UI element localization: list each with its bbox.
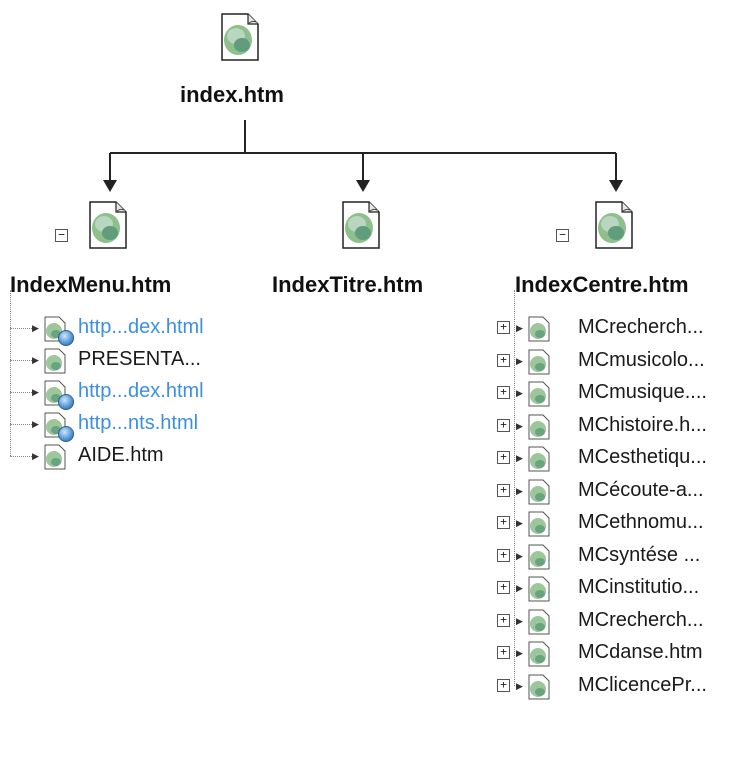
indexmenu-label[interactable]: IndexMenu.htm bbox=[10, 272, 172, 297]
indexmenu-page-icon[interactable] bbox=[88, 200, 128, 250]
html-file-icon[interactable] bbox=[528, 349, 550, 375]
page-item[interactable]: MClicencePr... bbox=[578, 673, 707, 696]
page-item[interactable]: MCrecherch... bbox=[578, 608, 704, 631]
tree-connector-vertical bbox=[10, 290, 11, 456]
external-link-item[interactable]: http...dex.html bbox=[78, 316, 204, 338]
external-link-item[interactable]: http...dex.html bbox=[78, 380, 204, 402]
html-file-icon[interactable] bbox=[528, 576, 550, 602]
tree-arrow-icon: ▶ bbox=[516, 518, 523, 528]
page-item[interactable]: MCsyntése ... bbox=[578, 543, 701, 566]
hierarchy-connectors bbox=[103, 120, 623, 192]
globe-link-icon bbox=[58, 394, 74, 410]
tree-connector-horizontal bbox=[10, 360, 32, 361]
expand-toggle[interactable]: + bbox=[497, 581, 510, 594]
tree-arrow-icon: ▶ bbox=[516, 648, 523, 658]
page-item[interactable]: MCethnomu... bbox=[578, 511, 704, 533]
expand-toggle[interactable]: + bbox=[497, 483, 510, 497]
tree-arrow-icon: ▶ bbox=[516, 323, 523, 333]
page-item[interactable]: MCrecherch... bbox=[578, 316, 704, 338]
html-file-icon[interactable] bbox=[528, 446, 550, 472]
collapse-toggle-indexcentre[interactable]: − bbox=[556, 229, 569, 242]
tree-connector-horizontal bbox=[10, 392, 32, 393]
html-file-icon[interactable] bbox=[528, 414, 550, 440]
globe-link-icon bbox=[58, 426, 74, 442]
tree-arrow-icon: ▶ bbox=[516, 388, 523, 398]
page-item[interactable]: MCmusique.... bbox=[578, 381, 707, 403]
expand-toggle[interactable]: + bbox=[497, 418, 510, 432]
tree-connector-horizontal bbox=[10, 424, 32, 425]
expand-toggle[interactable]: + bbox=[497, 353, 510, 367]
page-item[interactable]: AIDE.htm bbox=[78, 444, 164, 466]
tree-arrow-icon: ▶ bbox=[516, 615, 523, 626]
expand-toggle[interactable]: + bbox=[497, 321, 510, 334]
tree-arrow-icon: ▶ bbox=[32, 355, 39, 365]
collapse-toggle-indexmenu[interactable]: − bbox=[55, 229, 68, 242]
tree-connector-horizontal bbox=[10, 456, 32, 457]
tree-arrow-icon: ▶ bbox=[32, 387, 39, 397]
tree-arrow-icon: ▶ bbox=[32, 419, 39, 429]
tree-arrow-icon: ▶ bbox=[516, 485, 523, 496]
html-file-icon[interactable] bbox=[528, 511, 550, 537]
tree-arrow-icon: ▶ bbox=[516, 420, 523, 431]
tree-arrow-icon: ▶ bbox=[32, 451, 39, 461]
page-item[interactable]: MCdanse.htm bbox=[578, 641, 703, 663]
html-file-icon[interactable] bbox=[528, 316, 550, 342]
html-file-icon[interactable] bbox=[528, 381, 550, 407]
html-file-icon[interactable] bbox=[44, 348, 66, 374]
expand-toggle[interactable]: + bbox=[497, 646, 510, 659]
page-item[interactable]: MChistoire.h... bbox=[578, 413, 707, 436]
tree-connector-horizontal bbox=[10, 328, 32, 329]
indextitre-label[interactable]: IndexTitre.htm bbox=[272, 272, 424, 297]
tree-arrow-icon: ▶ bbox=[516, 680, 523, 691]
expand-toggle[interactable]: + bbox=[497, 613, 510, 627]
page-item[interactable]: MCmusicolo... bbox=[578, 348, 705, 371]
tree-connector-vertical bbox=[514, 290, 515, 686]
expand-toggle[interactable]: + bbox=[497, 451, 510, 464]
html-file-icon[interactable] bbox=[528, 674, 550, 700]
tree-arrow-icon: ▶ bbox=[516, 453, 523, 463]
page-item[interactable]: MCinstitutio... bbox=[578, 576, 700, 598]
expand-toggle[interactable]: + bbox=[497, 678, 510, 692]
indexcentre-label[interactable]: IndexCentre.htm bbox=[515, 272, 689, 297]
html-file-icon[interactable] bbox=[528, 544, 550, 570]
tree-arrow-icon: ▶ bbox=[516, 355, 523, 366]
html-file-icon[interactable] bbox=[528, 479, 550, 505]
expand-toggle[interactable]: + bbox=[497, 516, 510, 529]
indexcentre-page-icon[interactable] bbox=[594, 200, 634, 250]
indextitre-page-icon[interactable] bbox=[341, 200, 381, 250]
expand-toggle[interactable]: + bbox=[497, 548, 510, 562]
html-file-icon[interactable] bbox=[528, 641, 550, 667]
html-file-icon[interactable] bbox=[44, 444, 66, 470]
tree-arrow-icon: ▶ bbox=[516, 583, 523, 593]
globe-link-icon bbox=[58, 330, 74, 346]
expand-toggle[interactable]: + bbox=[497, 386, 510, 399]
html-file-icon[interactable] bbox=[528, 609, 550, 635]
page-item[interactable]: MCécoute-a... bbox=[578, 478, 704, 501]
external-link-item[interactable]: http...nts.html bbox=[78, 412, 199, 434]
page-item[interactable]: PRESENTA... bbox=[78, 348, 201, 370]
tree-arrow-icon: ▶ bbox=[516, 550, 523, 561]
tree-arrow-icon: ▶ bbox=[32, 323, 39, 333]
root-label[interactable]: index.htm bbox=[180, 82, 284, 107]
page-item[interactable]: MCesthetiqu... bbox=[578, 446, 707, 468]
